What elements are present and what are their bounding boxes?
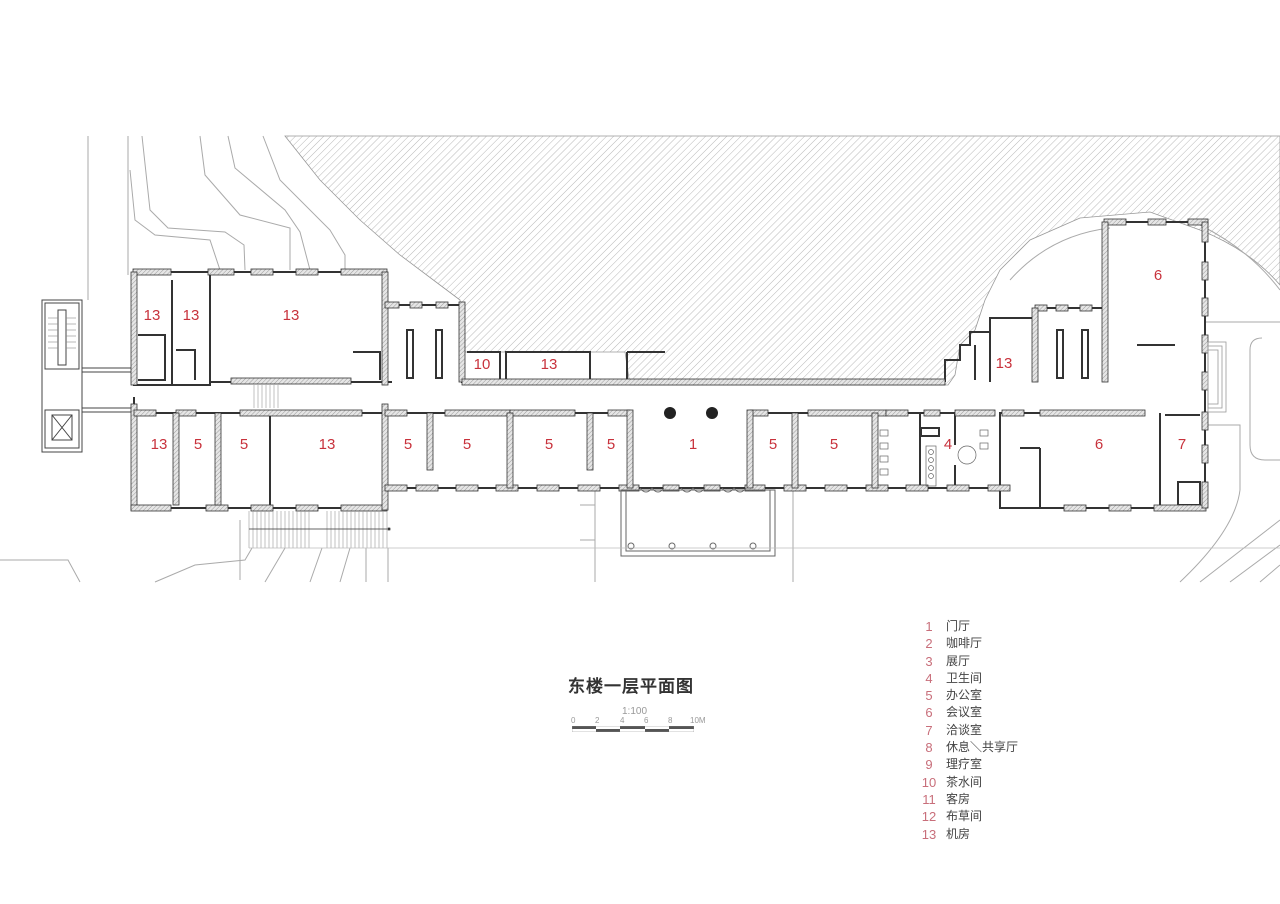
toilet-fixtures <box>879 429 989 487</box>
legend-item: 12 布草间 <box>916 808 1018 825</box>
scale-ratio: 1:100 <box>622 706 648 717</box>
legend-number: 2 <box>925 636 933 652</box>
legend-item: 2 咖啡厅 <box>916 635 1018 652</box>
wall-piers <box>130 218 1209 512</box>
legend-item: 13 机房 <box>916 826 1018 843</box>
room-label: 5 <box>769 436 777 453</box>
room-label: 13 <box>183 307 200 324</box>
legend-number: 7 <box>925 722 933 738</box>
room-label: 13 <box>996 355 1013 372</box>
legend-text: 会议室 <box>946 705 983 720</box>
room-label: 13 <box>144 307 161 324</box>
room-label: 5 <box>607 436 615 453</box>
room-label: 13 <box>319 436 336 453</box>
room-legend: 1 门厅 2 咖啡厅 3 展厅 4 卫生间 5 办公室 6 会议室 7 洽谈室 8 休息＼共享厅… <box>916 618 1018 843</box>
legend-number: 10 <box>921 774 937 790</box>
legend-item: 7 洽谈室 <box>916 722 1018 739</box>
legend-number: 5 <box>925 688 933 704</box>
legend-text: 洽谈室 <box>946 722 983 737</box>
legend-text: 休息＼共享厅 <box>946 740 1019 755</box>
legend-item: 4 卫生间 <box>916 670 1018 687</box>
legend-item: 5 办公室 <box>916 687 1018 704</box>
legend-item: 8 休息＼共享厅 <box>916 739 1018 756</box>
room-label: 5 <box>830 436 838 453</box>
room-label: 5 <box>545 436 553 453</box>
stair-elevator-tower <box>41 299 132 453</box>
room-label: 5 <box>463 436 471 453</box>
room-label: 1 <box>689 436 697 453</box>
legend-number: 8 <box>925 740 933 756</box>
room-label: 5 <box>240 436 248 453</box>
legend-text: 办公室 <box>946 688 983 703</box>
room-label: 6 <box>1154 267 1162 284</box>
legend-number: 1 <box>925 619 933 634</box>
room-labels: 13 13 13 10 13 13 6 13 5 5 13 5 5 5 5 1 … <box>144 267 1187 453</box>
legend-item: 6 会议室 <box>916 704 1018 721</box>
south-steps <box>248 511 1280 549</box>
legend-number: 3 <box>925 653 933 669</box>
drawing-title: 东楼一层平面图 <box>568 677 694 697</box>
legend-text: 茶水间 <box>946 774 983 789</box>
scale-tick: 0 <box>571 716 576 725</box>
scale-tick: 2 <box>595 716 600 725</box>
legend-text: 布草间 <box>946 809 983 824</box>
scale-ticks: 0 2 4 6 8 10M <box>571 716 731 726</box>
room-label: 10 <box>474 356 491 373</box>
site-contour-lines <box>0 135 1280 583</box>
legend-item: 11 客房 <box>916 791 1018 808</box>
room-label: 13 <box>541 356 558 373</box>
legend-number: 12 <box>921 809 937 825</box>
room-label: 13 <box>151 436 168 453</box>
legend-text: 咖啡厅 <box>946 636 983 651</box>
scale-tick: 6 <box>644 716 649 725</box>
legend-text: 机房 <box>946 826 971 841</box>
east-porch <box>1207 341 1227 413</box>
legend-number: 4 <box>925 670 933 686</box>
legend-number: 6 <box>925 705 933 721</box>
site-hatch-area <box>284 135 1280 386</box>
entrance-porch <box>620 487 776 557</box>
legend-text: 门厅 <box>946 619 971 633</box>
legend-text: 客房 <box>946 791 971 806</box>
legend-item: 10 茶水间 <box>916 774 1018 791</box>
room-label: 6 <box>1095 436 1103 453</box>
scale-tick: 8 <box>668 716 673 725</box>
legend-number: 9 <box>925 757 933 773</box>
scale-tick: 10M <box>690 716 706 725</box>
legend-item: 9 理疗室 <box>916 756 1018 773</box>
legend-text: 卫生间 <box>946 670 983 685</box>
room-label: 5 <box>194 436 202 453</box>
scale-tick: 4 <box>620 716 625 725</box>
lobby-columns <box>664 407 718 419</box>
legend-text: 理疗室 <box>946 757 983 772</box>
room-label: 4 <box>944 436 952 453</box>
room-label: 5 <box>404 436 412 453</box>
legend-number: 13 <box>921 826 937 842</box>
room-label: 13 <box>283 307 300 324</box>
legend-item: 1 门厅 <box>916 618 1018 635</box>
legend-item: 3 展厅 <box>916 653 1018 670</box>
legend-number: 11 <box>922 791 936 807</box>
north-steps <box>253 385 279 408</box>
legend-text: 展厅 <box>946 653 971 668</box>
room-label: 7 <box>1178 436 1186 453</box>
scale-bar <box>572 726 694 732</box>
